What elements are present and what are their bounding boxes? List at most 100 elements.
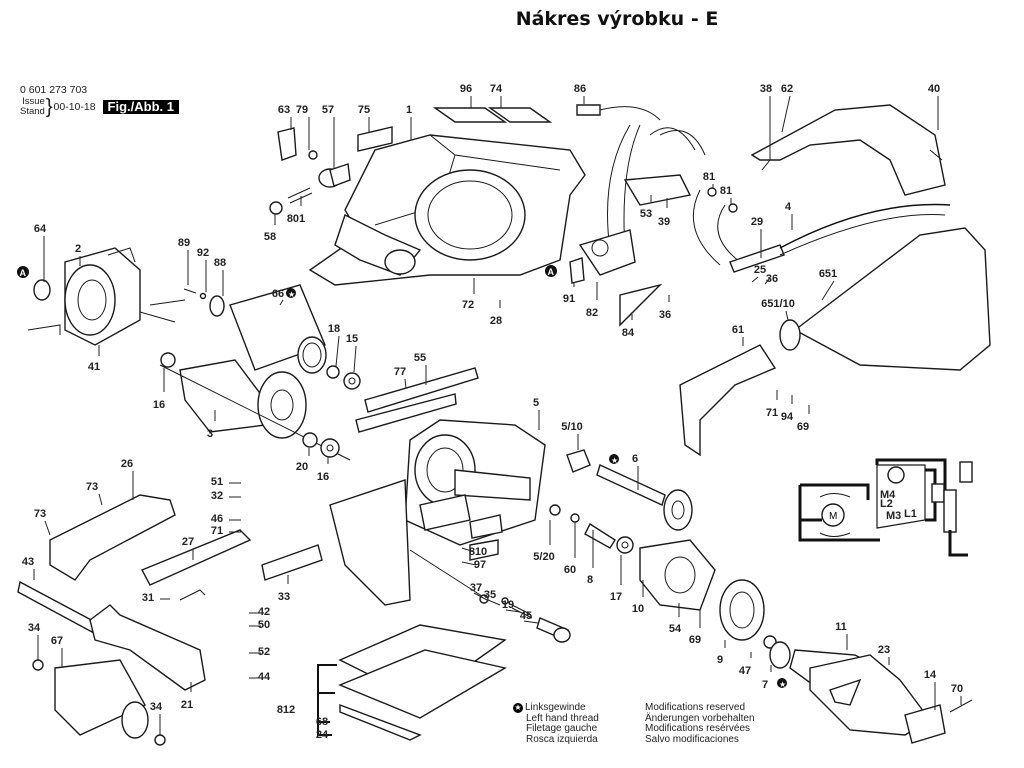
part-callout-4[interactable]: 4 bbox=[785, 201, 793, 230]
part-callout-71[interactable]: 71 bbox=[211, 525, 241, 537]
part-callout-68[interactable]: 68 bbox=[316, 716, 328, 728]
part-callout-42[interactable]: 42 bbox=[249, 606, 270, 618]
part-callout-45[interactable]: 45 bbox=[520, 610, 539, 624]
callout-number: 812 bbox=[277, 704, 295, 716]
callout-leader-line bbox=[44, 520, 51, 536]
part-callout-19[interactable]: 19 bbox=[502, 599, 521, 613]
part-callout-14[interactable]: 14 bbox=[924, 669, 937, 710]
part-callout-44[interactable]: 44 bbox=[249, 671, 271, 683]
part-callout-11[interactable]: 11 bbox=[835, 621, 848, 650]
part-callout-79[interactable]: 79 bbox=[296, 104, 310, 150]
part-callout-26[interactable]: 26 bbox=[121, 458, 134, 500]
part-callout-86[interactable]: 86 bbox=[574, 83, 586, 104]
part-callout-57[interactable]: 57 bbox=[322, 104, 335, 168]
part-callout-63[interactable]: 63 bbox=[278, 104, 292, 130]
part-callout-40[interactable]: 40 bbox=[928, 83, 940, 130]
drive-shaft-part bbox=[549, 449, 693, 554]
part-callout-2[interactable]: 2 bbox=[75, 243, 81, 266]
part-callout-47[interactable]: 47 bbox=[739, 652, 752, 677]
part-callout-35[interactable]: 35 bbox=[484, 589, 501, 606]
part-callout-651-10[interactable]: 651/10 bbox=[761, 298, 795, 321]
part-callout-84[interactable]: 84 bbox=[622, 312, 635, 339]
part-callout-72[interactable]: 72 bbox=[462, 278, 475, 311]
part-callout-46[interactable]: 46 bbox=[211, 513, 241, 525]
part-callout-39[interactable]: 39 bbox=[658, 198, 670, 228]
part-callout-34[interactable]: 34 bbox=[150, 701, 163, 735]
part-callout-71[interactable]: 71 bbox=[766, 390, 778, 419]
part-callout-20[interactable]: 20 bbox=[296, 448, 310, 473]
part-callout-17[interactable]: 17 bbox=[610, 555, 622, 603]
part-callout-64[interactable]: 64 bbox=[34, 223, 47, 282]
part-callout-21[interactable]: 21 bbox=[181, 682, 193, 711]
part-callout-89[interactable]: 89 bbox=[178, 237, 190, 285]
part-callout-73[interactable]: 73 bbox=[34, 508, 51, 536]
part-callout-38[interactable]: 38 bbox=[760, 83, 772, 160]
part-callout-23[interactable]: 23 bbox=[878, 644, 890, 665]
part-callout-69[interactable]: 69 bbox=[797, 405, 810, 433]
part-callout-73[interactable]: 73 bbox=[86, 481, 103, 506]
part-callout-52[interactable]: 52 bbox=[249, 646, 270, 658]
callout-number: 651 bbox=[819, 268, 837, 280]
part-callout-810[interactable]: 810 bbox=[461, 546, 487, 558]
part-callout-69[interactable]: 69 bbox=[689, 610, 701, 646]
part-callout-41[interactable]: 41 bbox=[88, 345, 100, 373]
part-callout-82[interactable]: 82 bbox=[586, 282, 598, 319]
part-callout-5-10[interactable]: 5/10 bbox=[561, 421, 583, 450]
part-callout-801[interactable]: 801 bbox=[287, 196, 305, 225]
part-callout-651[interactable]: 651 bbox=[819, 268, 837, 301]
part-callout-36[interactable]: 36 bbox=[659, 295, 671, 321]
callout-number: 38 bbox=[760, 83, 772, 95]
part-callout-54[interactable]: 54 bbox=[669, 603, 682, 635]
part-callout-33[interactable]: 33 bbox=[278, 575, 290, 603]
part-callout-24[interactable]: 24 bbox=[316, 729, 329, 741]
part-callout-5[interactable]: 5 bbox=[533, 397, 540, 430]
part-callout-28[interactable]: 28 bbox=[490, 300, 502, 327]
part-callout-81[interactable]: 81 bbox=[720, 185, 732, 204]
part-callout-61[interactable]: 61 bbox=[732, 324, 744, 346]
part-callout-50[interactable]: 50 bbox=[249, 619, 270, 631]
part-callout-6[interactable]: 6 bbox=[632, 453, 639, 490]
part-callout-7[interactable]: 7 bbox=[762, 665, 772, 691]
part-callout-8[interactable]: 8 bbox=[587, 530, 594, 586]
part-callout-94[interactable]: 94 bbox=[781, 395, 794, 423]
part-callout-58[interactable]: 58 bbox=[264, 214, 276, 243]
part-callout-29[interactable]: 29 bbox=[751, 216, 763, 258]
part-callout-16[interactable]: 16 bbox=[317, 457, 329, 483]
part-callout-53[interactable]: 53 bbox=[640, 195, 652, 220]
part-callout-32[interactable]: 32 bbox=[211, 490, 241, 502]
housing-part[interactable] bbox=[308, 134, 586, 286]
part-callout-55[interactable]: 55 bbox=[414, 352, 427, 385]
part-callout-51[interactable]: 51 bbox=[211, 476, 241, 488]
part-callout-34[interactable]: 34 bbox=[28, 622, 41, 660]
part-callout-15[interactable]: 15 bbox=[346, 333, 358, 373]
part-callout-16[interactable]: 16 bbox=[153, 368, 165, 411]
part-callout-25[interactable]: 25 bbox=[751, 264, 766, 283]
part-callout-37[interactable]: 37 bbox=[470, 582, 488, 601]
part-callout-81[interactable]: 81 bbox=[703, 171, 715, 188]
part-callout-27[interactable]: 27 bbox=[182, 536, 194, 560]
part-callout-9[interactable]: 9 bbox=[717, 640, 726, 666]
part-callout-75[interactable]: 75 bbox=[358, 104, 370, 133]
part-callout-92[interactable]: 92 bbox=[197, 247, 209, 292]
part-callout-60[interactable]: 60 bbox=[564, 522, 576, 576]
part-callout-3[interactable]: 3 bbox=[207, 410, 216, 440]
part-callout-88[interactable]: 88 bbox=[214, 257, 226, 296]
part-callout-74[interactable]: 74 bbox=[490, 83, 503, 108]
part-callout-18[interactable]: 18 bbox=[328, 323, 340, 367]
part-callout-96[interactable]: 96 bbox=[460, 83, 472, 108]
part-callout-77[interactable]: 77 bbox=[394, 366, 407, 389]
part-callout-91[interactable]: 91 bbox=[563, 282, 575, 305]
part-callout-36[interactable]: 36 bbox=[764, 273, 778, 285]
part-callout-70[interactable]: 70 bbox=[951, 683, 963, 705]
part-callout-1[interactable]: 1 bbox=[406, 104, 412, 140]
part-callout-97[interactable]: 97 bbox=[461, 559, 486, 571]
part-callout-43[interactable]: 43 bbox=[22, 556, 35, 580]
part-callout-812[interactable]: 812 bbox=[277, 704, 295, 716]
part-callout-31[interactable]: 31 bbox=[142, 592, 170, 604]
part-callout-66[interactable]: 66 bbox=[272, 288, 284, 306]
part-callout-62[interactable]: 62 bbox=[781, 83, 793, 133]
part-callout-5-20[interactable]: 5/20 bbox=[533, 520, 555, 563]
part-callout-10[interactable]: 10 bbox=[632, 580, 644, 615]
part-callout-67[interactable]: 67 bbox=[51, 635, 63, 668]
